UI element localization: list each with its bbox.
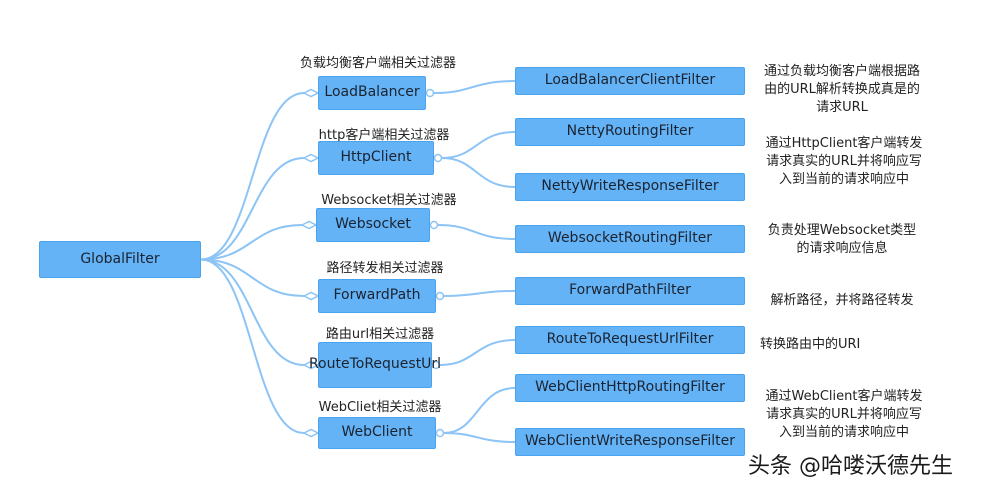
filter-link-1-0 — [441, 131, 516, 159]
group-caption-httpclient: http客户端相关过滤器 — [318, 128, 450, 143]
link-dot-3 — [435, 291, 445, 301]
group-note-loadbalancer: 通过负载均衡客户端根据路 由的URL解析转换成真是的 请求URL — [763, 64, 920, 115]
group-caption-forwardpath: 路径转发相关过滤器 — [326, 261, 444, 276]
filter-link-1-1 — [441, 157, 516, 188]
group-node-loadbalancer[interactable]: LoadBalancer — [318, 76, 426, 110]
filter-node-nettywriteresponsefilter[interactable]: NettyWriteResponseFilter — [515, 173, 745, 201]
filter-node-loadbalancerclientfilter[interactable]: LoadBalancerClientFilter — [515, 67, 745, 95]
filter-node-nettyroutingfilter[interactable]: NettyRoutingFilter — [515, 118, 745, 146]
link-dot-2 — [429, 220, 439, 230]
filter-link-5-1 — [443, 432, 516, 443]
root-link-1 — [200, 157, 305, 261]
filter-link-0-0 — [433, 80, 516, 94]
link-diamond-3 — [302, 291, 320, 301]
filter-node-routetorequesturlfilter[interactable]: RouteToRequestUrlFilter — [515, 326, 745, 354]
filter-node-webclienthttproutingfilter[interactable]: WebClientHttpRoutingFilter — [515, 374, 745, 402]
link-diamond-0 — [302, 88, 320, 98]
group-node-forwardpath[interactable]: ForwardPath — [318, 279, 436, 313]
group-caption-webclient: WebCliet相关过滤器 — [318, 400, 442, 415]
filter-node-websocketroutingfilter[interactable]: WebsocketRoutingFilter — [515, 225, 745, 253]
link-diamond-2 — [300, 220, 318, 230]
group-note-forwardpath: 解析路径，并将路径转发 — [770, 293, 914, 308]
link-dot-1 — [433, 153, 443, 163]
filter-link-2-0 — [437, 224, 516, 240]
root-node-globalfilter[interactable]: GlobalFilter — [39, 241, 201, 278]
group-caption-loadbalancer: 负载均衡客户端相关过滤器 — [299, 56, 456, 71]
group-node-routetorequesturl[interactable]: RouteToRequestUrl — [309, 342, 441, 388]
link-diamond-5 — [302, 428, 320, 438]
group-node-websocket[interactable]: Websocket — [316, 208, 430, 242]
root-link-3 — [200, 258, 305, 297]
root-link-4 — [200, 258, 305, 366]
root-link-2 — [200, 224, 303, 261]
group-note-webclient: 通过WebClient客户端转发 请求真实的URL并将响应写 入到当前的请求响应… — [765, 389, 923, 440]
link-diamond-1 — [302, 153, 320, 163]
filter-link-5-0 — [443, 387, 516, 434]
filter-node-webclientwriteresponsefilter[interactable]: WebClientWriteResponseFilter — [515, 428, 745, 456]
group-node-webclient[interactable]: WebClient — [318, 417, 436, 449]
group-note-httpclient: 通过HttpClient客户端转发 请求真实的URL并将响应写 入到当前的请求响… — [765, 136, 923, 187]
filter-node-forwardpathfilter[interactable]: ForwardPathFilter — [515, 277, 745, 305]
root-link-0 — [200, 92, 305, 261]
group-node-httpclient[interactable]: HttpClient — [318, 141, 434, 175]
link-dot-4 — [431, 360, 441, 370]
root-link-5 — [200, 258, 305, 434]
group-caption-routetorequesturl: 路由url相关过滤器 — [325, 327, 435, 342]
watermark-text: 头条 @哈喽沃德先生 — [748, 454, 953, 479]
group-note-websocket: 负责处理Websocket类型 的请求响应信息 — [767, 223, 917, 256]
group-caption-websocket: Websocket相关过滤器 — [321, 193, 457, 208]
filter-link-4-0 — [439, 339, 516, 366]
filter-link-3-0 — [443, 290, 516, 297]
link-dot-0 — [425, 88, 435, 98]
link-dot-5 — [435, 428, 445, 438]
group-note-routetorequesturl: 转换路由中的URI — [760, 337, 861, 352]
